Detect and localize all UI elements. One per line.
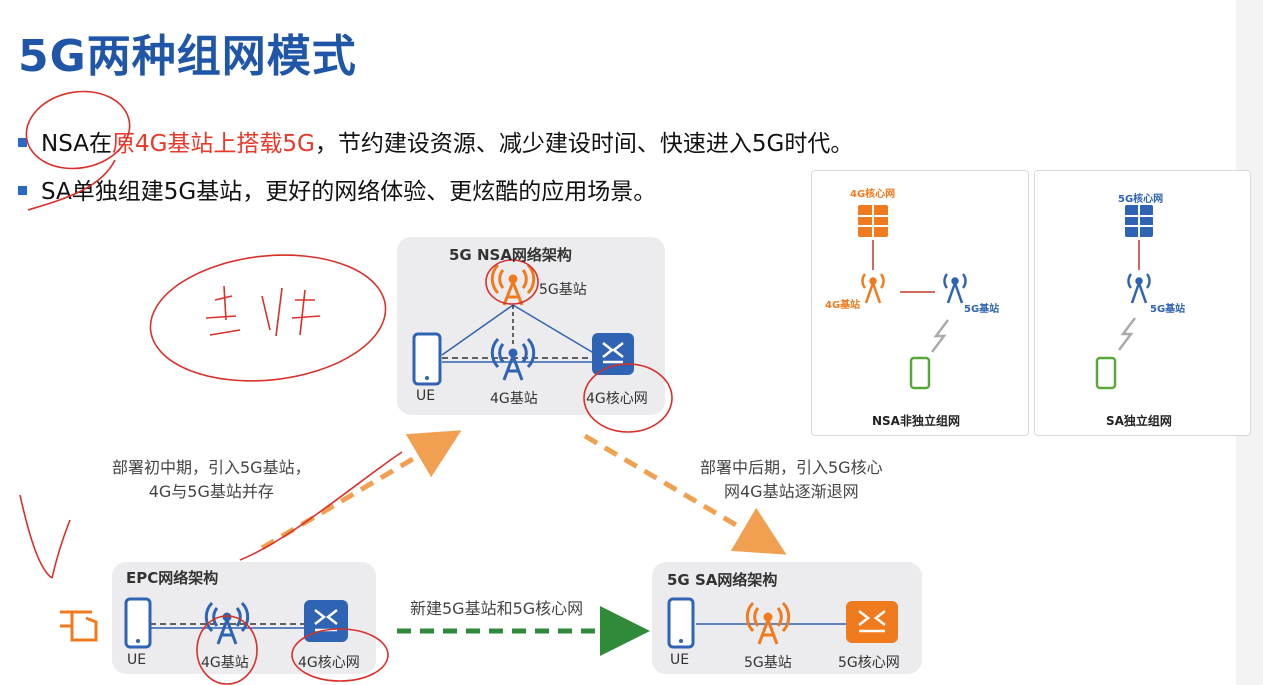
transition-epc-to-nsa-text: 部署初中期，引入5G基站， 4G与5G基站并存 — [112, 456, 311, 504]
nsa-4g-tower-icon — [490, 337, 536, 381]
sa-mode-phone-icon — [1095, 356, 1117, 390]
bullet-sa: SA单独组建5G基站，更好的网络体验、更炫酷的应用场景。 — [18, 172, 656, 206]
epc-links — [150, 623, 305, 629]
bullet-nsa-pre: NSA在 — [41, 131, 112, 157]
nsa-mode-4g-tower-icon — [861, 273, 885, 304]
transition-nsa-to-sa-line2: 网4G基站逐渐退网 — [724, 482, 859, 501]
sa-mode-caption: SA独立组网 — [1106, 414, 1172, 428]
bullet-sa-text: SA单独组建5G基站，更好的网络体验、更炫酷的应用场景。 — [41, 179, 657, 205]
sa-ue-label: UE — [670, 652, 690, 668]
transition-epc-to-sa-text: 新建5G基站和5G核心网 — [410, 599, 584, 618]
nsa-mode-signal-icon — [931, 319, 949, 353]
nsa-links — [441, 304, 598, 363]
sa-5g-tower-icon — [745, 601, 791, 645]
nsa-mode-core-label: 4G核心网 — [850, 189, 896, 200]
epc-ue-label: UE — [127, 652, 147, 668]
bullet-square-icon — [18, 138, 27, 147]
epc-core-label: 4G核心网 — [298, 655, 360, 671]
nsa-phone-icon — [412, 332, 442, 386]
nsa-mode-5g-label: 5G基站 — [964, 304, 1000, 315]
bullet-nsa-highlight: 原4G基站上搭载5G — [111, 131, 315, 157]
epc-4g-station-label: 4G基站 — [201, 655, 249, 671]
arrow-nsa-to-sa — [583, 433, 787, 555]
nsa-core-icon — [592, 333, 634, 375]
sa-mode-5g-tower-icon — [1127, 273, 1151, 304]
bullet-nsa-post: ，节约建设资源、减少建设时间、快速进入5G时代。 — [314, 131, 854, 157]
handwritten-annotations — [19, 90, 673, 685]
epc-phone-icon — [124, 597, 152, 649]
nsa-ue-label: UE — [416, 388, 436, 404]
sa-architecture-title: 5G SA网络架构 — [667, 571, 778, 589]
transition-nsa-to-sa-line1: 部署中后期，引入5G核心 — [700, 458, 883, 477]
sa-5g-station-label: 5G基站 — [744, 655, 792, 671]
arrow-epc-to-nsa — [260, 430, 462, 551]
nsa-mode-caption: NSA非独立组网 — [872, 414, 960, 428]
sa-mode-5g-label: 5G基站 — [1150, 304, 1186, 315]
epc-4g-tower-icon — [204, 601, 250, 645]
hand-pointer-icon — [60, 610, 98, 642]
nsa-core-label: 4G核心网 — [586, 391, 648, 407]
transition-epc-to-nsa-line1: 部署初中期，引入5G基站， — [112, 458, 311, 477]
nsa-5g-tower-icon — [490, 263, 536, 306]
nsa-mode-4g-label: 4G基站 — [825, 300, 861, 311]
epc-architecture-title: EPC网络架构 — [126, 569, 219, 587]
nsa-5g-station-label: 5G基站 — [539, 282, 587, 298]
nsa-mode-card — [811, 170, 1029, 436]
sa-mode-5g-core-icon — [1125, 205, 1153, 237]
bullet-nsa: NSA在原4G基站上搭载5G，节约建设资源、减少建设时间、快速进入5G时代。 — [18, 124, 853, 158]
nsa-mode-4g-core-icon — [858, 205, 888, 237]
nsa-mode-5g-tower-icon — [943, 273, 967, 304]
nsa-mode-phone-icon — [909, 356, 931, 390]
page-title: 5G两种组网模式 — [18, 31, 357, 82]
sa-mode-signal-icon — [1118, 317, 1136, 351]
sa-core-label: 5G核心网 — [838, 655, 900, 671]
nsa-4g-station-label: 4G基站 — [490, 391, 538, 407]
transition-nsa-to-sa-text: 部署中后期，引入5G核心 网4G基站逐渐退网 — [700, 456, 883, 504]
sa-core-icon — [846, 601, 898, 643]
sa-mode-core-label: 5G核心网 — [1118, 194, 1164, 205]
nsa-architecture-title: 5G NSA网络架构 — [449, 246, 572, 264]
epc-core-icon — [304, 600, 348, 642]
transition-epc-to-nsa-line2: 4G与5G基站并存 — [148, 482, 274, 501]
bullet-square-icon — [18, 186, 27, 195]
sa-phone-icon — [667, 597, 695, 649]
